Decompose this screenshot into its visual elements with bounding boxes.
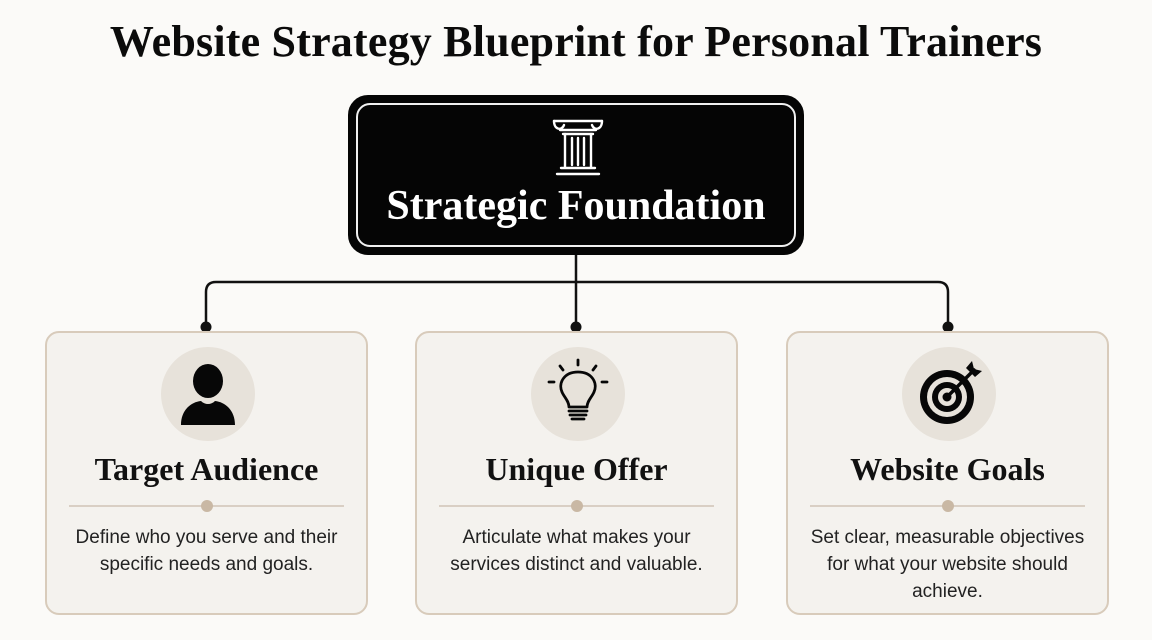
page-title: Website Strategy Blueprint for Personal … xyxy=(109,17,1043,66)
divider xyxy=(439,500,714,512)
card-title: Website Goals xyxy=(850,451,1045,487)
divider xyxy=(69,500,344,512)
icon-circle xyxy=(902,347,996,441)
strategic-foundation-node: Strategic Foundation xyxy=(348,95,804,255)
card-target-audience: Target Audience Define who you serve and… xyxy=(45,331,368,615)
icon-circle xyxy=(531,347,625,441)
root-inner-border xyxy=(356,103,796,247)
target-icon xyxy=(920,361,982,424)
card-unique-offer: Unique Offer Articulate what makes your … xyxy=(415,331,738,615)
card-description: Define who you serve and their specific … xyxy=(75,527,338,575)
pillar-icon xyxy=(552,119,604,176)
divider-dot xyxy=(941,500,954,512)
person-icon xyxy=(181,364,235,425)
card-title: Target Audience xyxy=(94,451,319,487)
card-website-goals: Website Goals Set clear, measurable obje… xyxy=(786,331,1109,615)
card-title: Unique Offer xyxy=(485,451,668,487)
card-description: Set clear, measurable objectives for wha… xyxy=(810,527,1085,602)
divider xyxy=(810,500,1085,512)
divider-dot xyxy=(200,500,213,512)
root-label: Strategic Foundation xyxy=(386,183,766,229)
icon-circle xyxy=(161,347,255,441)
divider-dot xyxy=(570,500,583,512)
card-description: Articulate what makes your services dist… xyxy=(450,527,703,575)
lightbulb-icon xyxy=(547,358,609,421)
